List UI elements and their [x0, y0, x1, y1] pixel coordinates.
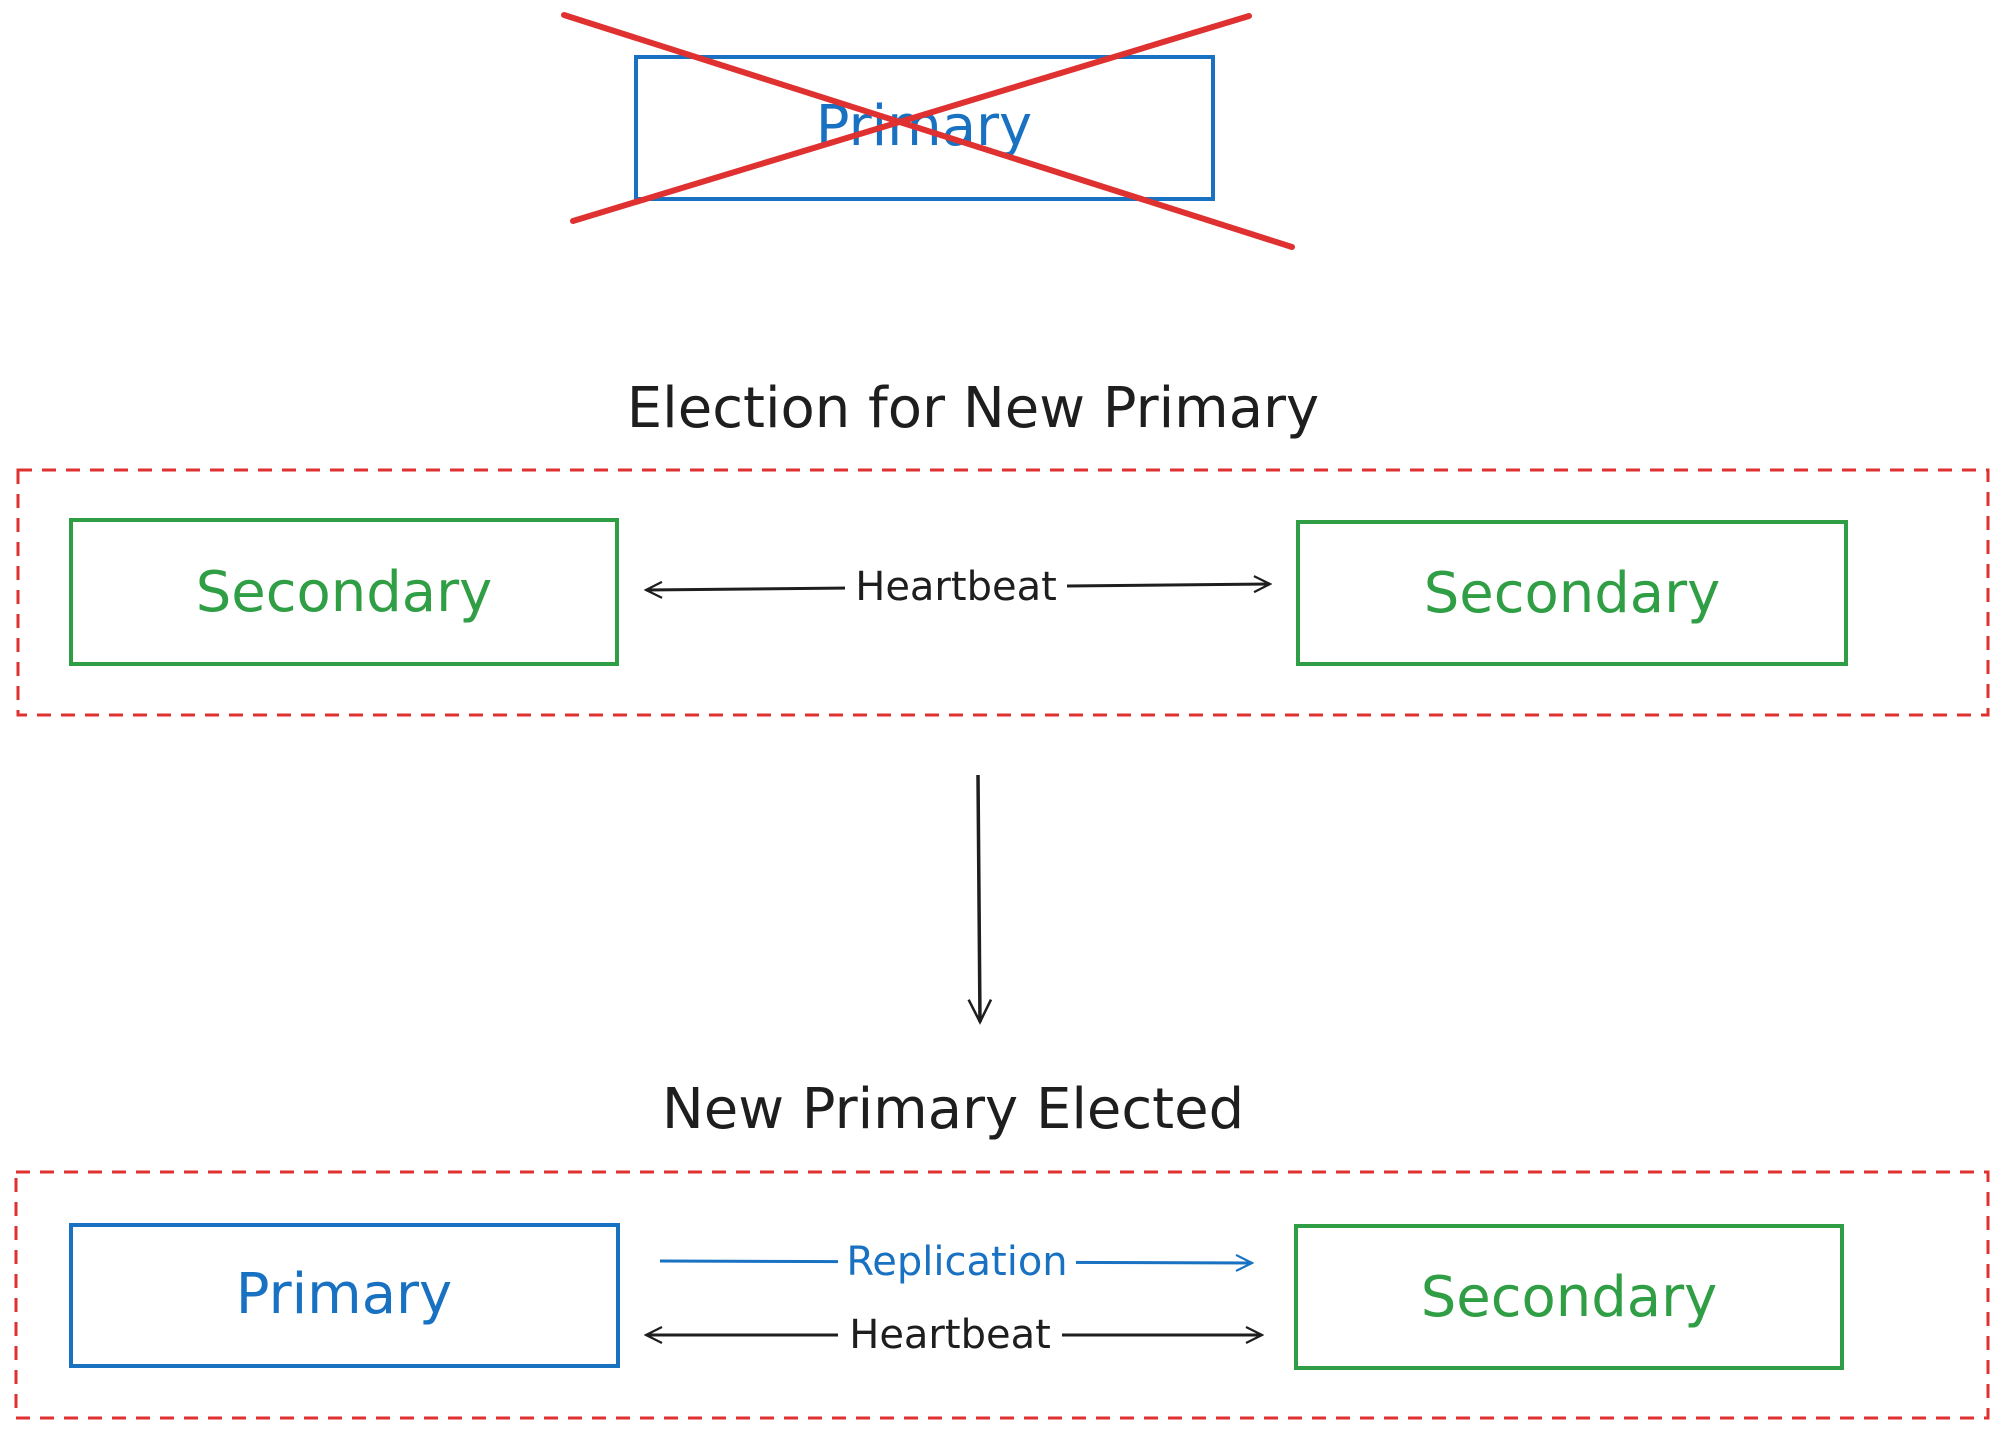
election-left-secondary-node: Secondary	[69, 518, 619, 666]
election-right-secondary-label: Secondary	[1424, 561, 1721, 626]
failed-primary-node: Primary	[634, 55, 1215, 201]
failed-primary-box	[634, 55, 1215, 201]
elected-group-border	[14, 1170, 1990, 1420]
failure-cross-icon	[561, 12, 1295, 250]
elected-heartbeat-label: Heartbeat	[849, 1312, 1051, 1358]
transition-arrow	[978, 774, 980, 1022]
replication-arrow: Replication	[659, 1238, 1252, 1286]
election-left-secondary-label: Secondary	[196, 560, 493, 625]
heading-election: Election for New Primary	[627, 376, 1319, 441]
elected-primary-label: Primary	[236, 1262, 452, 1327]
election-right-secondary-node: Secondary	[1296, 520, 1848, 666]
elected-heartbeat-arrow: Heartbeat	[646, 1311, 1262, 1359]
elected-primary-node: Primary	[69, 1223, 620, 1368]
elected-secondary-label: Secondary	[1421, 1265, 1718, 1330]
elected-secondary-node: Secondary	[1294, 1224, 1844, 1370]
election-heartbeat-arrow: Heartbeat	[646, 563, 1270, 611]
election-heartbeat-label: Heartbeat	[855, 564, 1057, 610]
replication-label: Replication	[846, 1239, 1067, 1285]
heading-elected: New Primary Elected	[662, 1077, 1244, 1142]
election-group-border	[16, 468, 1990, 717]
